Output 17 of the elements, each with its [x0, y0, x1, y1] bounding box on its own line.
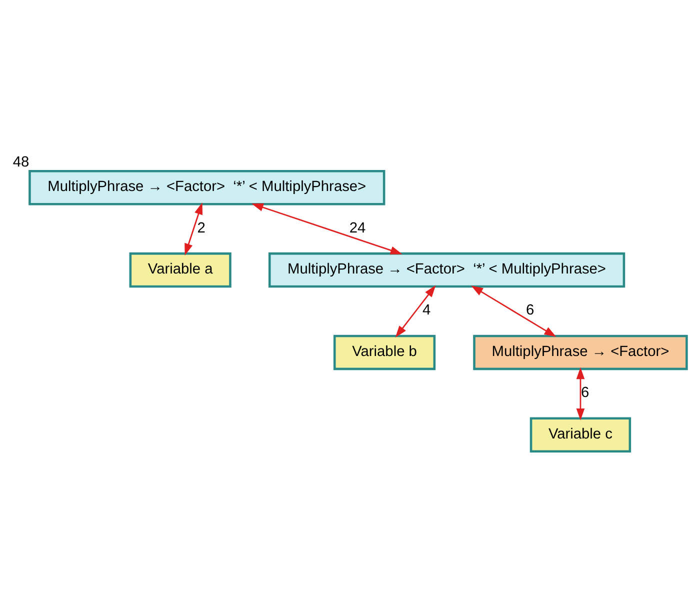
arrow: [184, 202, 203, 255]
edge-label: 4: [422, 302, 431, 318]
arrow: [576, 366, 585, 420]
edge-label: 2: [197, 220, 206, 236]
edge-label: 6: [526, 302, 534, 318]
node-box: Variable a: [129, 252, 232, 288]
node-box: MultiplyPhrase → <Factor>: [473, 334, 688, 370]
edge-label: 24: [349, 220, 366, 236]
arrow: [395, 284, 436, 338]
arrow: [251, 202, 402, 254]
node-box: Variable b: [333, 334, 436, 370]
edge-label: 6: [580, 384, 590, 401]
node-box: MultiplyPhrase → <Factor> ‘*’ < MultiplyPhrase>: [28, 170, 386, 205]
node-label: 48: [12, 154, 30, 170]
arrow: [471, 285, 556, 336]
node-box: MultiplyPhrase → <Factor> ‘*’ < MultiplyPhrase>: [268, 252, 626, 288]
node-box: Variable c: [530, 416, 632, 452]
